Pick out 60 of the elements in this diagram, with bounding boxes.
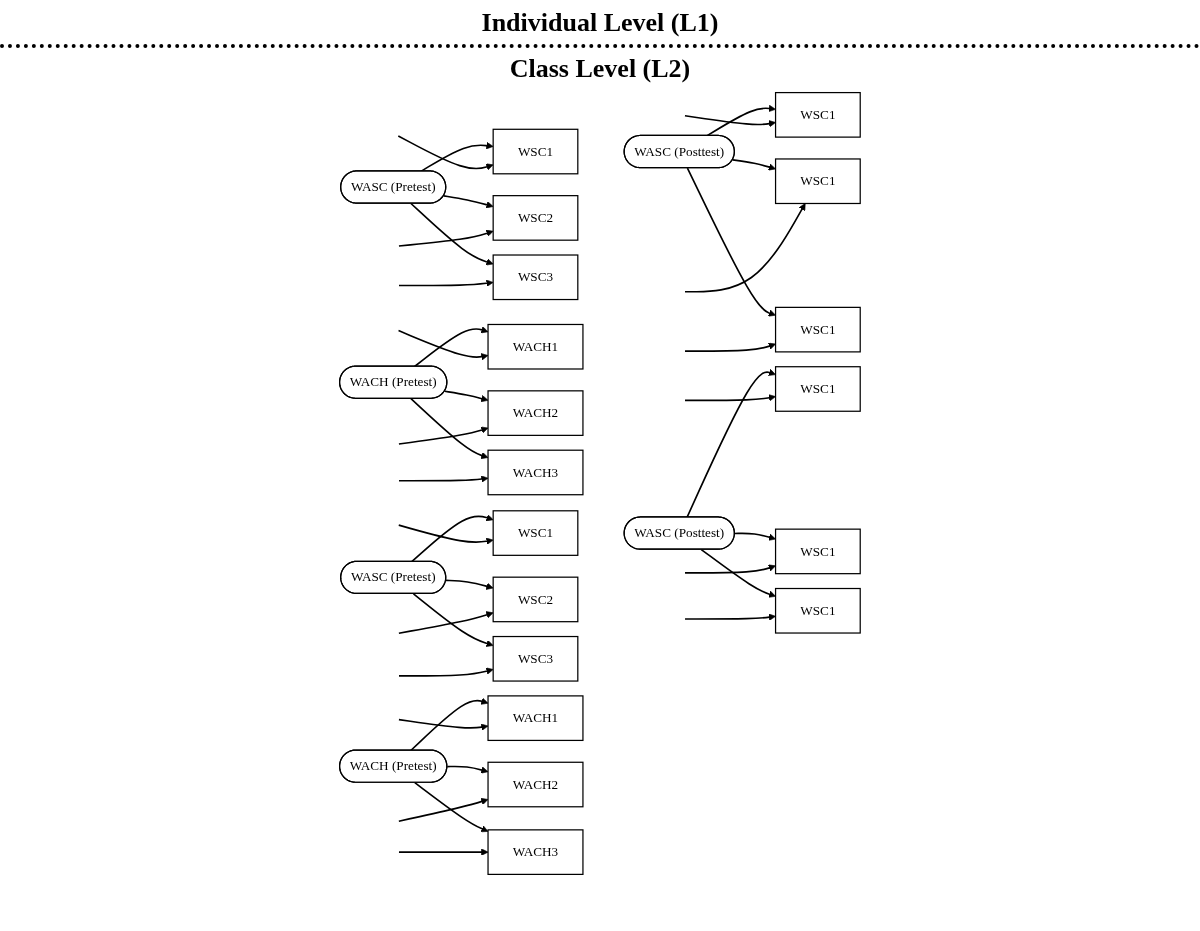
arrow: [700, 548, 776, 598]
arrow: [443, 390, 489, 403]
indicator-box: WSC1: [492, 128, 579, 175]
arrow: [411, 514, 494, 563]
arrow: [398, 524, 494, 545]
arrow: [398, 279, 494, 287]
indicator-box: WSC1: [775, 306, 861, 353]
indicator-box: WSC1: [775, 158, 861, 205]
arrow: [398, 611, 494, 635]
arrow: [684, 342, 776, 352]
indicator-box: WSC3: [492, 254, 579, 301]
indicator-box: WSC1: [775, 366, 861, 412]
indicator-box: WSC1: [775, 91, 861, 138]
latent-variable-ellipse: WACH (Pretest): [339, 749, 448, 783]
indicator-box: WSC1: [775, 587, 861, 634]
indicator-box: WSC1: [492, 510, 579, 556]
arrow: [410, 202, 494, 266]
arrow: [398, 426, 489, 445]
latent-variable-ellipse: WASC (Posttest): [623, 516, 736, 550]
arrow: [414, 781, 489, 833]
arrow: [398, 229, 494, 247]
indicator-box: WSC3: [492, 635, 579, 682]
indicator-box: WACH2: [487, 761, 584, 808]
arrow: [398, 848, 489, 856]
indicator-box: WACH1: [487, 323, 584, 370]
arrow: [410, 397, 489, 459]
indicator-box: WACH1: [487, 695, 584, 742]
arrow: [398, 718, 489, 731]
latent-variable-ellipse: WASC (Pretest): [340, 560, 447, 595]
arrow: [684, 114, 776, 128]
arrow: [686, 167, 776, 317]
arrow: [684, 203, 806, 293]
arrow: [684, 613, 776, 621]
indicator-box: WACH3: [487, 449, 584, 496]
arrow: [706, 104, 776, 137]
arrow: [413, 326, 489, 368]
level-heading: Individual Level (L1): [481, 8, 719, 38]
arrow: [443, 195, 494, 209]
arrow: [397, 135, 494, 171]
arrow: [398, 475, 489, 483]
indicator-box: WSC1: [775, 528, 861, 575]
indicator-box: WACH3: [487, 829, 584, 875]
arrow: [397, 329, 489, 361]
indicator-box: WSC2: [492, 195, 579, 241]
arrow: [684, 564, 776, 574]
arrow: [398, 797, 489, 823]
latent-variable-ellipse: WASC (Posttest): [623, 134, 736, 169]
arrow: [445, 579, 494, 590]
arrow: [446, 765, 489, 774]
arrow: [412, 593, 494, 647]
indicator-box: WSC2: [492, 576, 579, 623]
level-heading: Class Level (L2): [509, 54, 691, 84]
arrow: [398, 667, 494, 677]
indicator-box: WACH2: [487, 390, 584, 436]
latent-variable-ellipse: WACH (Pretest): [339, 365, 448, 399]
arrow: [410, 697, 489, 752]
arrow: [734, 532, 776, 541]
latent-variable-ellipse: WASC (Pretest): [340, 170, 447, 204]
arrow: [684, 394, 776, 402]
arrow: [731, 159, 776, 171]
